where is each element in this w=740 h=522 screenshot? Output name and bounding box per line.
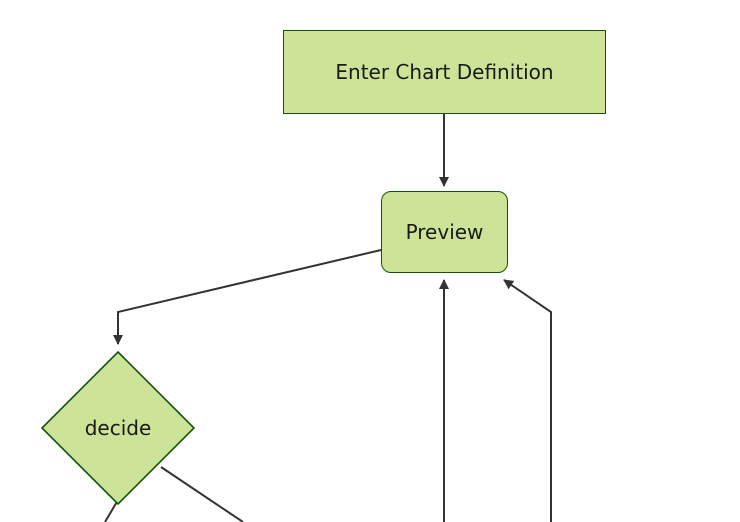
edge-decide-out-right [160,466,244,522]
node-preview[interactable]: Preview [381,191,508,273]
node-label: decide [84,416,152,440]
node-enter-chart-definition[interactable]: Enter Chart Definition [283,30,606,114]
node-label: Preview [405,220,484,244]
edge-decide-out-bottom [104,499,119,522]
edge-preview-to-decide [113,249,382,345]
node-decide[interactable]: decide [41,351,195,505]
edge-up-into-preview-right [503,279,552,522]
diamond-shape [41,351,195,505]
node-label: Enter Chart Definition [335,60,554,84]
